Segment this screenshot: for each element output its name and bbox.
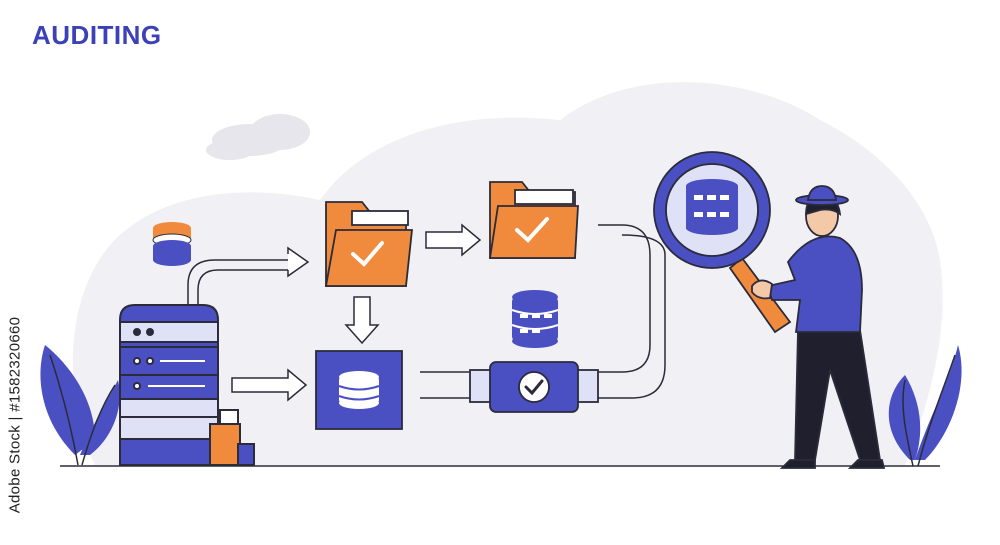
server-rack-icon [119, 304, 219, 466]
folder-check-icon [488, 181, 579, 259]
database-icon [315, 350, 403, 430]
database-icon [511, 290, 559, 348]
arrow-icon [231, 223, 482, 402]
watermark-text: Adobe Stock | #1582320660 [6, 316, 24, 514]
auditor-person-icon [751, 185, 886, 469]
plant-icon [40, 345, 120, 466]
plant-icon [888, 345, 962, 467]
flow-lines [187, 224, 666, 399]
folder-check-icon [324, 201, 414, 287]
magnifying-glass-icon [653, 151, 792, 334]
stock-watermark: Adobe Stock | #1582320660 [4, 300, 26, 530]
page-title: AUDITING [32, 20, 162, 50]
database-stack-icon [152, 222, 192, 266]
verified-connector-icon [469, 361, 599, 413]
usb-drive-icon [209, 409, 255, 466]
cloud-icon [206, 114, 310, 160]
